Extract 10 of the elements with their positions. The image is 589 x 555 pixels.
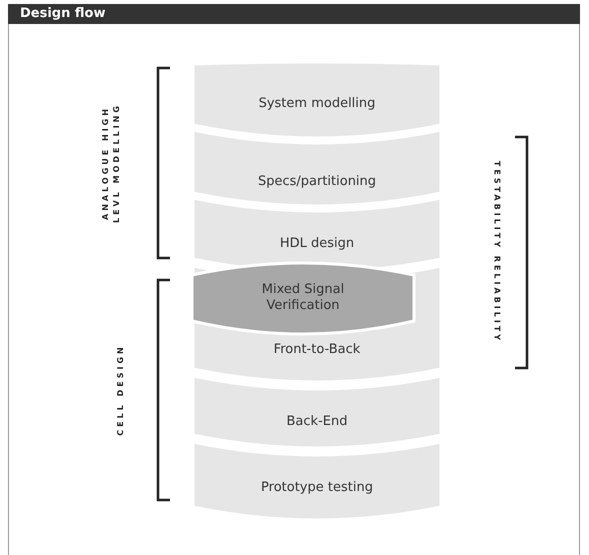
stage-label: System modelling: [258, 96, 376, 112]
stage-label: HDL design: [280, 236, 354, 252]
title-bar: Design flow: [8, 4, 580, 24]
stage-label: Back-End: [286, 414, 348, 430]
bracket-label: CELL DESIGN: [115, 344, 126, 436]
stage-label: Prototype testing: [261, 480, 373, 496]
bracket-label: TESTABILITY RELIABILITY: [492, 160, 502, 344]
stage-label: Specs/partitioning: [258, 174, 376, 190]
bracket-label: ANALOGUE HIGH LEVL MODELLING: [100, 103, 122, 223]
stage-label: Front-to-Back: [274, 342, 360, 358]
